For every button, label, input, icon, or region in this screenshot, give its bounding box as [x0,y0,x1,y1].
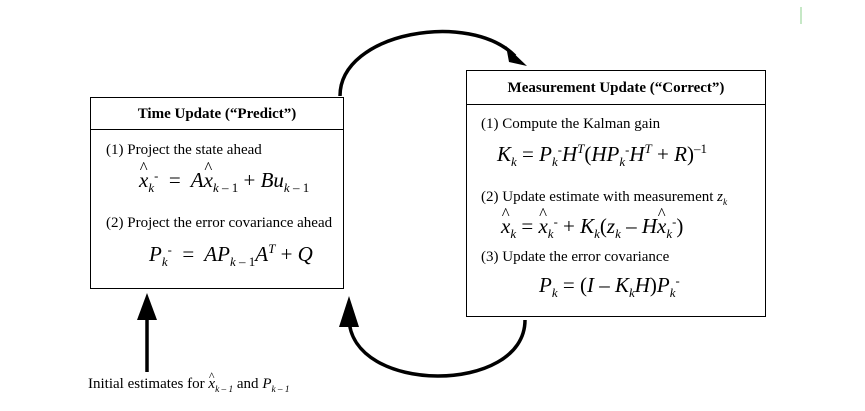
measurement-update-title: Measurement Update (“Correct”) [467,71,765,105]
update-estimate-label: (2) Update estimate with measurement [481,189,714,205]
initial-estimates-label: Initial estimates for xk – 1 and Pk – 1 [88,376,290,395]
project-state-step: (1) Project the state ahead [106,142,262,158]
initial-estimates-text: Initial estimates for [88,376,205,392]
update-covariance-step: (3) Update the error covariance [481,249,670,265]
edge-marker [800,7,802,24]
time-update-title: Time Update (“Predict”) [91,98,343,130]
covariance-prediction-equation: Pk- = APk – 1AT + Q [149,241,313,270]
kalman-gain-step: (1) Compute the Kalman gain [481,116,661,132]
kalman-gain-equation: Kk = Pk-HT(HPk-HT + R)–1 [497,141,707,170]
predict-to-correct-arrow [338,29,517,97]
correct-to-predict-arrow [347,317,527,378]
estimate-update-equation: xk = xk- + Kk(zk – Hxk-) [501,214,683,242]
predict-to-correct-arrowhead [506,46,527,66]
covariance-update-equation: Pk = (I – KkH)Pk- [539,273,680,301]
update-estimate-step: (2) Update estimate with measurement zk [481,189,728,208]
initial-estimates-and: and [236,376,259,392]
state-prediction-equation: xk- = Axk – 1 + Buk – 1 [139,168,309,196]
initial-estimates-arrowhead [137,293,157,320]
project-covariance-step: (2) Project the error covariance ahead [106,215,333,231]
correct-to-predict-arrowhead [339,296,359,327]
time-update-box: Time Update (“Predict”) (1) Project the … [90,97,344,289]
measurement-update-box: Measurement Update (“Correct”) (1) Compu… [466,70,766,317]
